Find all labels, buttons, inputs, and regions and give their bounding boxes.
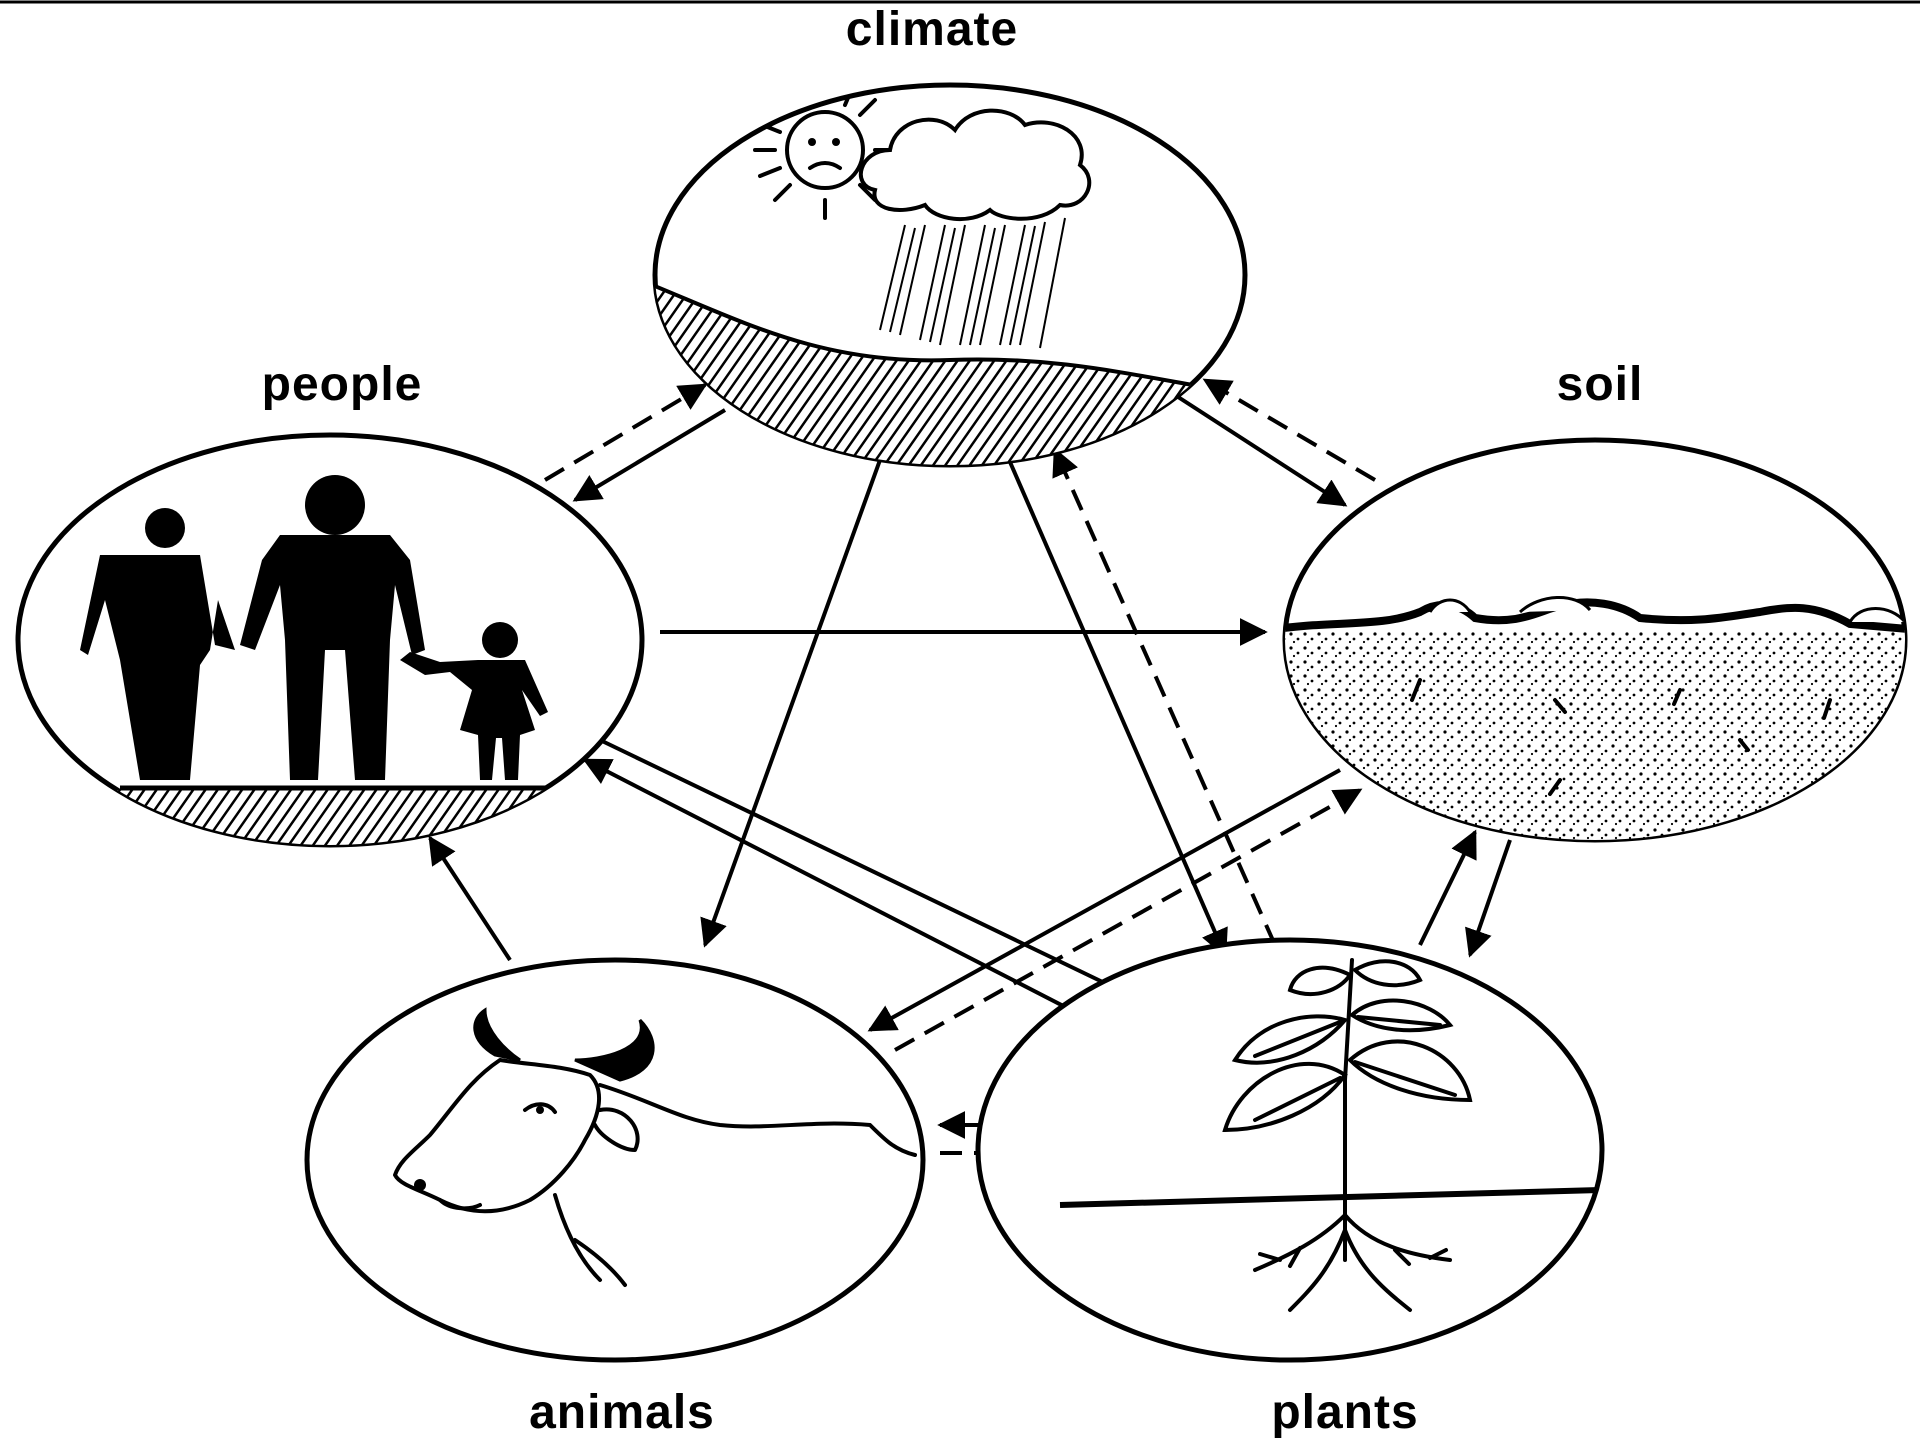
arrow-plants-to-climate	[1055, 450, 1275, 945]
node-plants: plants	[978, 940, 1602, 1439]
arrow-soil-to-plants	[1470, 840, 1510, 955]
node-label-animals: animals	[529, 1386, 715, 1439]
node-label-climate: climate	[846, 3, 1018, 56]
arrow-climate-to-people	[575, 410, 725, 500]
node-label-plants: plants	[1271, 1386, 1418, 1439]
node-label-soil: soil	[1557, 358, 1644, 411]
arrow-climate-to-soil	[1175, 395, 1345, 505]
arrow-people-to-climate	[545, 385, 705, 480]
arrow-climate-to-animals	[705, 460, 880, 945]
node-climate: climate	[640, 3, 1250, 480]
arrow-climate-to-plants	[1010, 462, 1225, 955]
arrow-plants-to-soil	[1420, 832, 1475, 945]
node-soil: soil	[1270, 358, 1920, 860]
arrow-animals-to-people	[430, 838, 510, 960]
node-animals: animals	[307, 960, 923, 1439]
soil-profile-icon	[1270, 597, 1920, 860]
arrow-people-to-plants	[600, 740, 1140, 1000]
node-label-people: people	[262, 358, 423, 411]
node-people: people	[18, 358, 642, 860]
